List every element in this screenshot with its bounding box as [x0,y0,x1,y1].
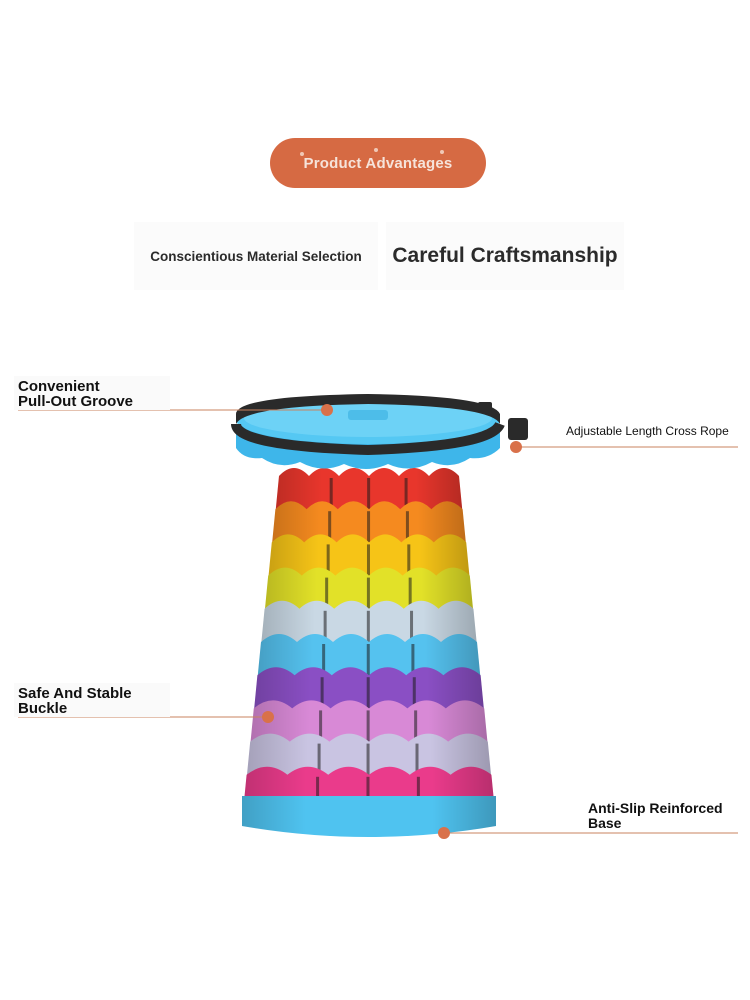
stool-slot [408,577,412,611]
stool-slot [366,677,370,711]
callout-cross-rope: Adjustable Length Cross Rope [566,424,729,439]
badge-label: Product Advantages [303,154,453,172]
callout-dot-buckle [262,711,274,723]
stool-slot [317,743,321,777]
stool-slot [366,544,370,578]
callout-buckle-line1: Safe And Stable [18,685,132,702]
callout-pull-out-groove: Convenient Pull-Out Groove [18,379,133,409]
callout-label-bg [14,376,170,410]
stool-body-layers [243,468,495,812]
stool-slot [325,577,329,611]
stool-slot [316,776,320,810]
stool-slot [366,644,370,678]
callout-leaders [18,404,738,839]
callout-groove-line2: Pull-Out Groove [18,393,134,410]
feature-craftsmanship-label: Careful Craftsmanship [392,244,618,267]
callout-rope-line1: Adjustable Length Cross Rope [566,424,729,438]
callout-dot-rope [510,441,522,453]
stool-slot [320,677,324,711]
stool-seat [231,394,528,469]
stool-slot [366,577,370,611]
stool-slot [319,710,323,744]
product-advantages-badge: Product Advantages [270,138,486,188]
stool-base [242,796,496,837]
stool-slot [323,610,327,644]
feature-card-material: Conscientious Material Selection [134,222,378,290]
callout-buckle-line2: Buckle [18,700,68,717]
stool-slot [329,478,333,512]
stool-slot [414,710,418,744]
callout-base-line2: Base [588,815,622,831]
stool-slot [404,478,408,512]
stool-slot [322,644,326,678]
callout-dot-base [438,827,450,839]
stool-slot [328,511,332,545]
stool-slot [366,610,370,644]
stool-slot [415,743,419,777]
callout-groove-line1: Convenient [18,378,100,395]
stool-slot [367,478,371,512]
badge-dot-decoration [440,150,444,154]
feature-material-label: Conscientious Material Selection [150,248,362,264]
callout-label-bg [14,683,170,717]
stool-slot [366,776,370,810]
badge-dot-decoration [300,152,304,156]
stool-slot [366,743,370,777]
callout-buckle: Safe And Stable Buckle [18,686,132,716]
stool-slot [411,644,415,678]
stool-slot [326,544,330,578]
badge-dot-decoration [374,148,378,152]
feature-card-craftsmanship: Careful Craftsmanship [386,222,624,290]
stool-slot [367,511,371,545]
callout-base-line1: Anti-Slip Reinforced [588,800,723,816]
stool-slot [416,776,420,810]
stool-slot [410,610,414,644]
callout-base: Anti-Slip Reinforced Base [588,801,723,831]
stool-slot [407,544,411,578]
stool-slot [412,677,416,711]
stool-slot [405,511,409,545]
stool-slot [366,710,370,744]
callout-dot-groove [321,404,333,416]
